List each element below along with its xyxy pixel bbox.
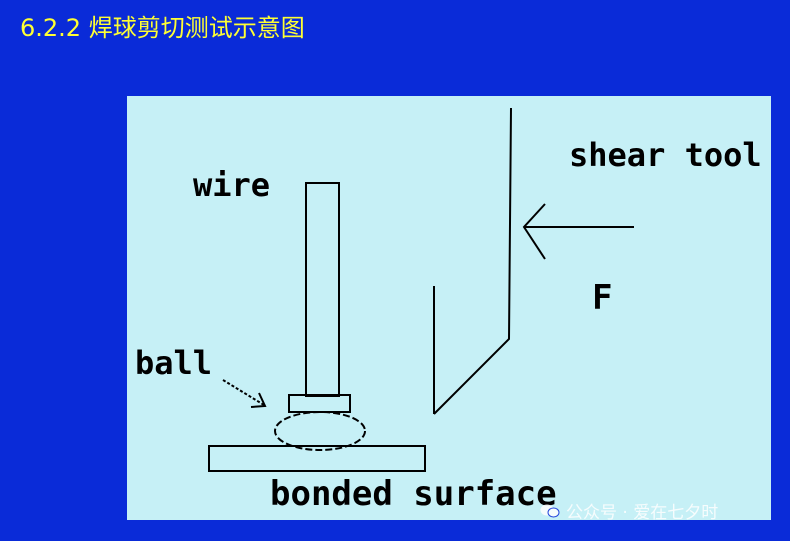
ball-cap-shape (288, 394, 351, 413)
slide-title: 6.2.2 焊球剪切测试示意图 (20, 14, 305, 42)
ball-pointer-arrowhead (250, 392, 267, 408)
ball-pointer-arrow (222, 379, 265, 406)
shear-tool-label: shear tool (569, 136, 762, 174)
watermark: 公众号 · 爱在七夕时 (540, 498, 718, 523)
shear-test-diagram (208, 107, 634, 472)
wire-label: wire (193, 166, 271, 204)
wire-shape (305, 182, 340, 397)
ball-shape (274, 411, 366, 451)
wechat-icon (540, 504, 560, 517)
force-label: F (592, 278, 613, 318)
bonded-surface-label: bonded surface (270, 474, 557, 514)
watermark-text: 公众号 · 爱在七夕时 (566, 503, 719, 523)
shear-tool-shape (433, 107, 512, 415)
ball-label: ball (135, 344, 213, 382)
diagram-panel: wire shear tool F ball bonded surface (127, 96, 771, 520)
bonded-surface-shape (208, 445, 426, 472)
force-arrowhead (522, 203, 546, 260)
